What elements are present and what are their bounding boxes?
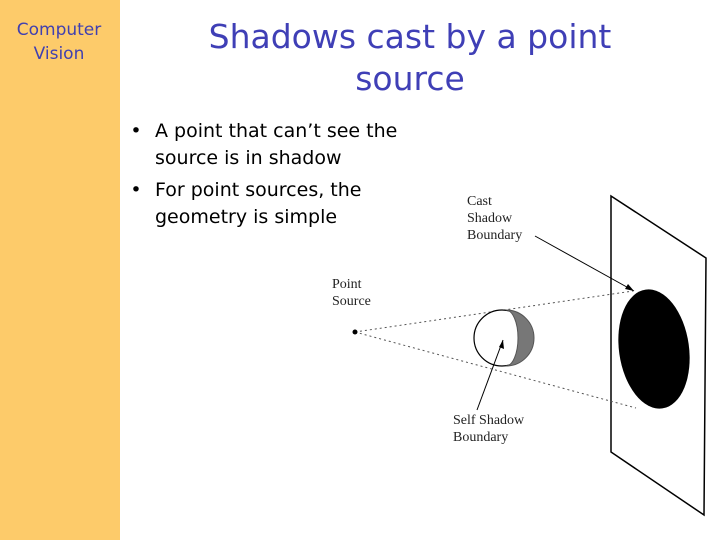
- projection-ray-lower: [354, 331, 637, 409]
- bullet-text-line: For point sources, the: [155, 179, 362, 201]
- point-label-line2: Source: [332, 294, 371, 309]
- slide-title-line1: Shadows cast by a point: [208, 17, 612, 56]
- point-label-line1: Point: [332, 277, 362, 292]
- self-label-line1: Self Shadow: [453, 413, 525, 428]
- cast-label-line3: Boundary: [467, 228, 522, 243]
- cast-shadow-ellipse: [618, 289, 690, 409]
- bullet-list: • A point that can’t see the source is i…: [126, 118, 446, 236]
- cast-label-line1: Cast: [467, 194, 492, 209]
- bullet-item: • A point that can’t see the source is i…: [126, 118, 446, 172]
- slide-title: Shadows cast by a point source: [150, 16, 670, 100]
- bullet-item: • For point sources, the geometry is sim…: [126, 177, 446, 231]
- bullet-text-line: source is in shadow: [155, 147, 342, 169]
- point-source-dot: [352, 329, 358, 335]
- cast-label-line2: Shadow: [467, 211, 513, 226]
- sidebar-label-line2: Vision: [33, 44, 85, 64]
- arrow-head: [499, 340, 504, 349]
- bullet-text-line: A point that can’t see the: [155, 120, 398, 142]
- sidebar-label-line1: Computer: [16, 20, 102, 40]
- bullet-marker: •: [130, 120, 142, 142]
- sidebar: Computer Vision: [0, 0, 120, 540]
- self-shadow-arrow: [476, 339, 504, 411]
- slide-title-line2: source: [355, 59, 465, 98]
- cast-shadow-arrow: [534, 235, 635, 292]
- arrow-head: [625, 284, 634, 291]
- shadow-diagram: Cast Shadow Boundary Point Source Self S…: [332, 194, 707, 517]
- self-shadow-crescent: [505, 309, 535, 367]
- sidebar-label: Computer Vision: [0, 18, 118, 66]
- bullet-marker: •: [130, 179, 142, 201]
- bullet-text-line: geometry is simple: [155, 206, 338, 228]
- self-label-line2: Boundary: [453, 430, 508, 445]
